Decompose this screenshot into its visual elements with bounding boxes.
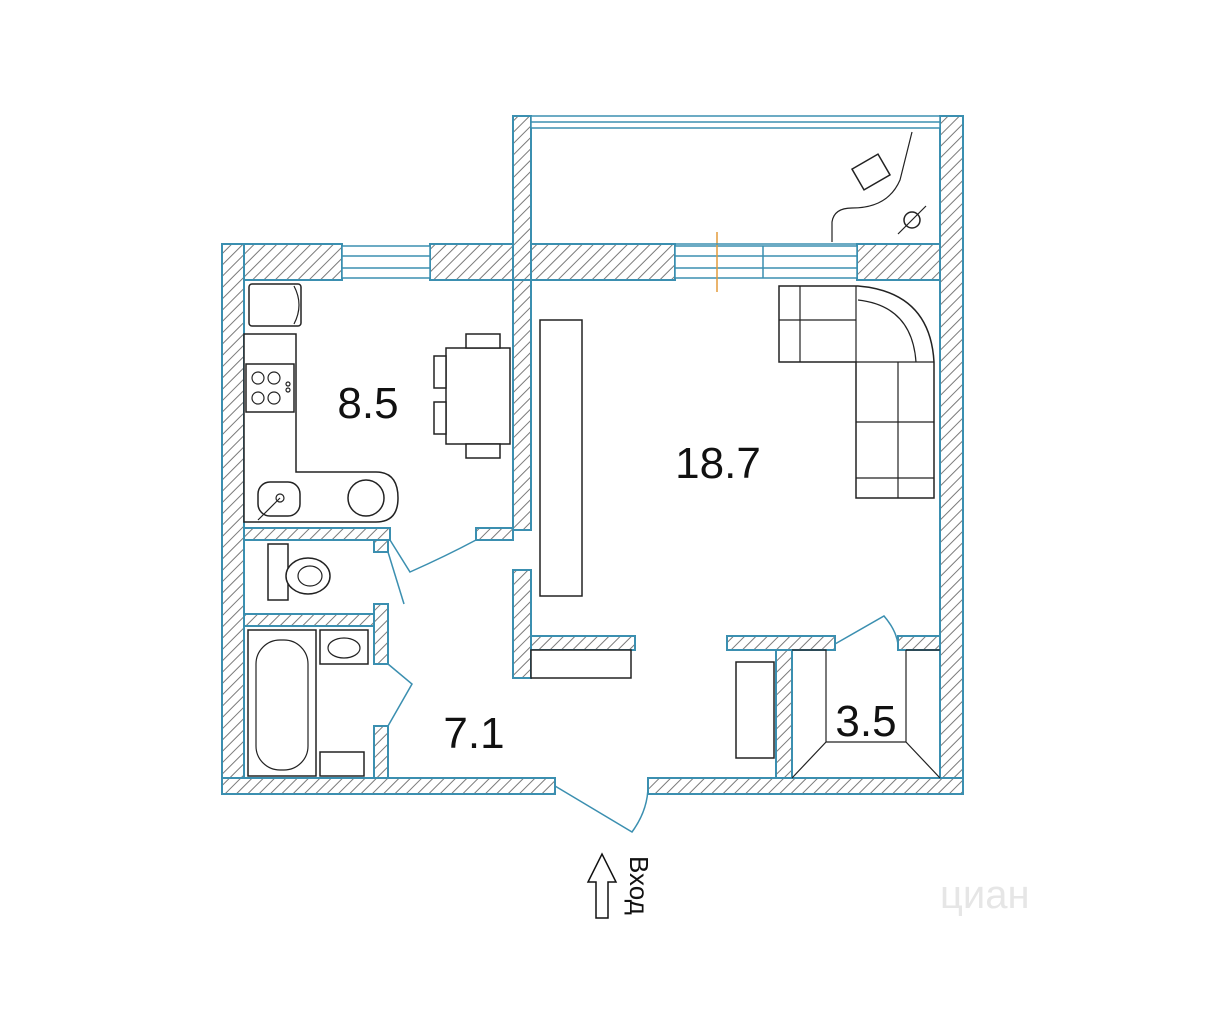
chair [433, 401, 447, 435]
round-sink [347, 479, 385, 517]
wall-kitchen-bottom [243, 527, 391, 541]
wall-living-bottom-left [530, 635, 636, 651]
kitchen-furniture [243, 283, 511, 523]
wall-partition-living-hall [512, 569, 532, 679]
area-living: 18.7 [675, 439, 761, 488]
fridge [248, 283, 302, 327]
windows [341, 115, 941, 292]
area-storage: 3.5 [835, 697, 896, 746]
wall-left [221, 243, 245, 795]
balcony-chair [850, 153, 892, 191]
entrance-label: Вход [624, 856, 654, 915]
wall-bath-right [373, 725, 389, 779]
entrance-arrow-icon [586, 852, 618, 919]
hall-shelf [530, 649, 632, 679]
toilet-tank [267, 543, 289, 601]
wall-wc-right [373, 539, 389, 553]
chair [465, 443, 501, 459]
wc-fixtures [267, 543, 331, 601]
wall-kitchen-bottom-right [475, 527, 514, 541]
wall-right [939, 115, 964, 795]
hall-cabinet [735, 661, 775, 759]
stove [245, 363, 295, 413]
bath-sink [319, 629, 369, 665]
wardrobe-tall [539, 319, 583, 597]
area-hall: 7.1 [443, 709, 504, 758]
wall-bottom-left [221, 777, 556, 795]
balcony-divider [831, 131, 913, 242]
walls [221, 115, 964, 795]
window-kitchen [341, 245, 431, 279]
door-wc [387, 551, 405, 605]
wall-wc-right-lower [373, 603, 389, 665]
wall-balcony-left [512, 115, 532, 281]
living-furniture [530, 131, 935, 759]
wall-wc-bottom [243, 613, 375, 627]
chair [433, 355, 447, 389]
corner-sofa [778, 285, 935, 499]
wall-bottom-right [647, 777, 964, 795]
chair [465, 333, 501, 349]
window-living [674, 245, 858, 279]
wall-living-bottom-right [726, 635, 836, 651]
door-kitchen [389, 539, 477, 573]
watermark: циан [940, 873, 1030, 917]
area-kitchen: 8.5 [337, 379, 398, 428]
wall-partition-kitchen-living [512, 279, 532, 531]
wall-top-mid [429, 243, 676, 281]
washing-machine [319, 751, 365, 777]
doors [387, 539, 899, 833]
bathtub [247, 629, 317, 777]
toilet-icon [285, 557, 331, 595]
dining-table [445, 347, 511, 445]
storage-fixtures [791, 649, 941, 779]
door-entrance [554, 785, 649, 833]
door-storage [834, 615, 899, 645]
bath-fixtures [247, 629, 369, 777]
storage-shelves [791, 649, 941, 779]
door-bath [387, 663, 413, 727]
wall-storage-top [897, 635, 941, 651]
wall-storage-left [775, 649, 793, 779]
